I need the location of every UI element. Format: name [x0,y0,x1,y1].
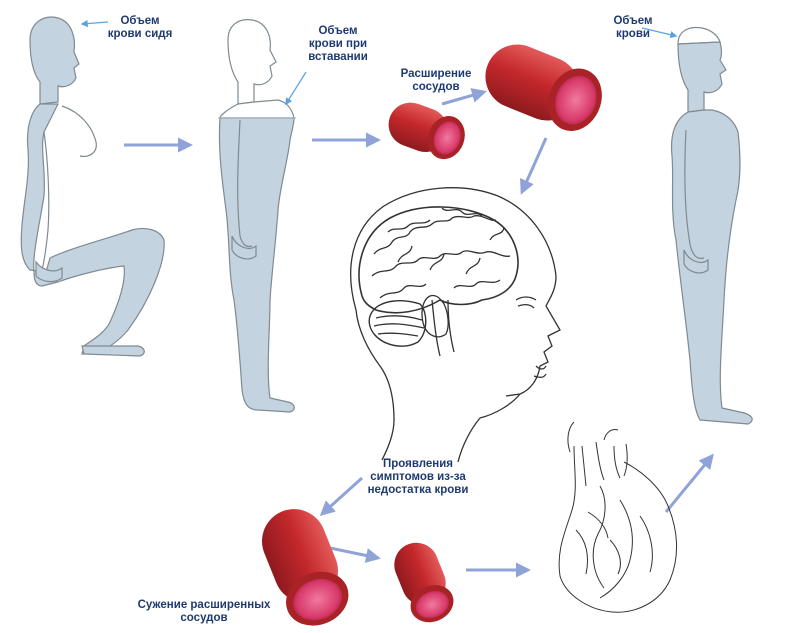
pointer-final [641,27,678,39]
blood-vessel-icon [262,509,349,626]
blood-vessel-icon [388,102,465,160]
sitting-person-figure [20,16,165,357]
pointer-sitting [80,19,109,28]
label-line: симптомов из-за [370,471,466,483]
flow-arrows [124,88,714,578]
final-standing-person-figure [670,26,753,425]
label-line: Сужение расширенных [138,599,271,611]
label-line: Проявления [383,458,453,470]
label-line: крови сидя [108,28,173,40]
flow-arrow [441,88,487,106]
label-line: Расширение [401,68,472,80]
blood-vessel-icon [485,44,602,131]
standing-up-person-figure [218,19,296,413]
brain-head-sketch [350,187,561,463]
label-line: вставании [308,51,368,63]
label-line: Объем [613,15,652,27]
pointer-standing-up [285,71,307,106]
blood-vessel-icon [394,542,454,623]
label-line: Объем [120,15,159,27]
label-line: сосудов [180,612,227,624]
flow-arrow [520,137,548,195]
label-line: недостатка крови [368,484,469,496]
label-line: крови [616,28,650,40]
heart-sketch [558,421,678,613]
label-line: сосудов [412,81,459,93]
label-line: крови при [309,38,367,50]
label-pointers [80,19,678,106]
flow-arrow [664,453,714,513]
flow-arrow [319,476,364,517]
label-line: Объем [318,25,357,37]
flow-arrow [329,546,381,563]
